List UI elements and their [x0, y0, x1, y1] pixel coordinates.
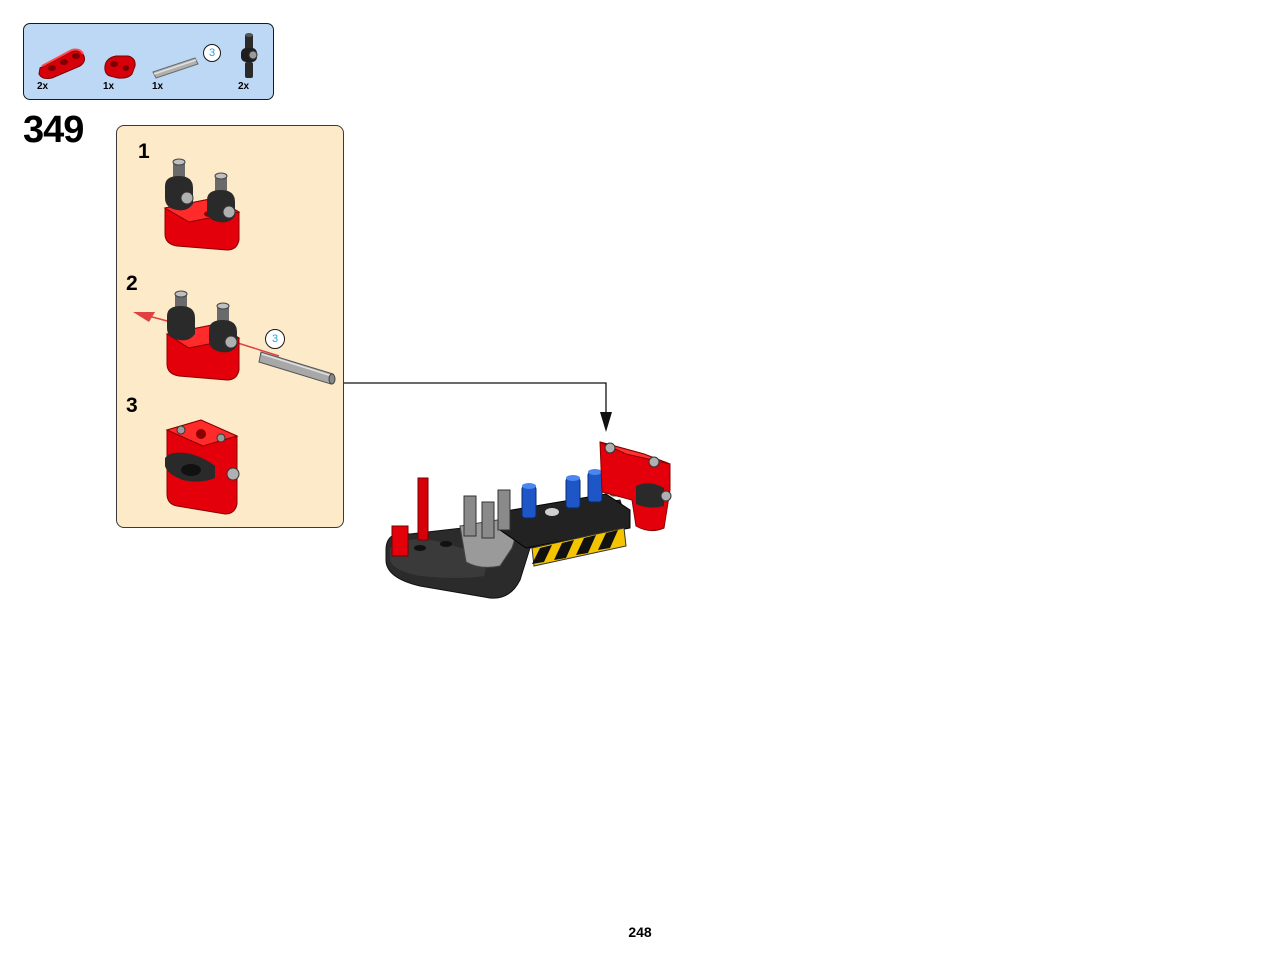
subassembly-step2-illustration — [133, 290, 336, 385]
part-quantity: 1x — [103, 81, 115, 92]
page-number: 248 — [628, 924, 652, 940]
black-pin-icon — [241, 33, 258, 78]
subassembly-step1-illustration — [163, 158, 241, 251]
part-quantity: 1x — [152, 81, 164, 92]
part-quantity: 2x — [238, 81, 250, 92]
red-connector-icon — [104, 55, 136, 79]
main-model-illustration — [385, 441, 672, 599]
subassembly-box: 1 2 3 3 — [116, 125, 344, 528]
substep-label: 1 — [138, 140, 150, 163]
part-quantity: 2x — [37, 81, 49, 92]
grey-axle-icon — [152, 57, 199, 79]
parts-list-box: 2x 1x 3 1x 2x — [23, 23, 274, 100]
axle-length-badge: 3 — [265, 329, 285, 349]
subassembly-step3-illustration — [165, 419, 240, 515]
substep-label: 2 — [126, 272, 138, 295]
red-beam-icon — [38, 48, 85, 79]
axle-length-badge: 3 — [203, 44, 221, 62]
step-number: 349 — [23, 109, 84, 151]
substep-label: 3 — [126, 394, 138, 417]
